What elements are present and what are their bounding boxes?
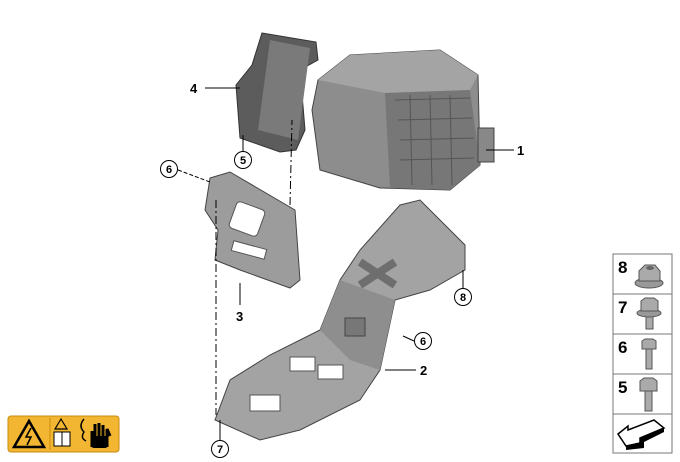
part-3-bracket <box>204 171 301 289</box>
part-4-holder <box>235 32 319 153</box>
callout-part-6-upper: 6 <box>160 160 178 178</box>
hex-bolt-icon <box>641 338 657 370</box>
hardware-item-6-number: 6 <box>618 338 627 357</box>
svg-text:6: 6 <box>420 336 426 348</box>
callout-part-8: 8 <box>454 288 472 306</box>
hardware-item-8-number: 8 <box>618 258 627 277</box>
svg-text:5: 5 <box>240 155 246 167</box>
callout-part-5: 5 <box>234 151 252 169</box>
part-2-carrier <box>214 199 466 441</box>
hardware-item-7-number: 7 <box>618 298 627 317</box>
callout-part-3: 3 <box>236 309 243 324</box>
svg-text:6: 6 <box>166 164 172 176</box>
hex-flange-bolt-icon <box>639 377 658 412</box>
warning-label <box>7 415 120 453</box>
part-1-control-unit <box>311 49 495 191</box>
callout-part-1: 1 <box>517 143 524 158</box>
hardware-item-5-number: 5 <box>618 378 627 397</box>
hex-bolt-with-washer-icon <box>636 297 662 330</box>
read-manual-icon <box>53 417 71 447</box>
high-voltage-warning-icon <box>11 418 47 449</box>
callout-part-6-lower: 6 <box>414 332 432 350</box>
hardware-panel: 8 7 6 5 <box>612 253 673 454</box>
callout-part-2: 2 <box>420 363 427 378</box>
no-touch-hand-icon <box>80 418 112 448</box>
callout-part-7: 7 <box>211 440 229 458</box>
svg-text:8: 8 <box>460 292 466 304</box>
svg-text:7: 7 <box>217 444 223 456</box>
arrow-icon <box>616 419 666 450</box>
callout-part-4: 4 <box>190 81 198 96</box>
flange-nut-icon <box>634 264 664 289</box>
